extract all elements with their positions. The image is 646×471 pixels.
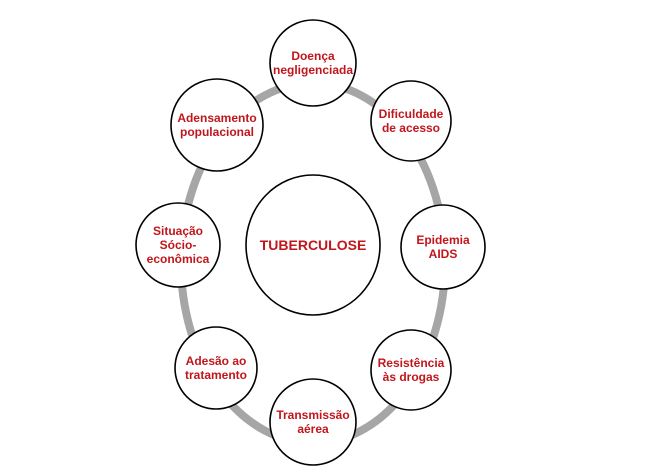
node-circle-situacao <box>135 202 221 288</box>
node-label-resistencia-line-1: às drogas <box>383 370 440 384</box>
node-label-adensamento-line-0: Adensamento <box>177 111 256 125</box>
center-circle <box>245 174 381 316</box>
node-label-adensamento-line-1: populacional <box>180 125 254 139</box>
node-label-adesao-line-0: Adesão ao <box>186 354 247 368</box>
node-label-dificuldade-line-1: de acesso <box>382 121 440 135</box>
node-label-transmissao-line-0: Transmissão <box>276 408 349 422</box>
center-label: TUBERCULOSE <box>260 237 367 253</box>
node-label-adesao-line-1: tratamento <box>185 368 247 382</box>
node-label-situacao-line-1: Sócio- <box>160 238 197 252</box>
center-node: TUBERCULOSE <box>245 174 381 316</box>
node-label-doenca-line-1: negligenciada <box>273 63 353 77</box>
node-label-epidemia-line-1: AIDS <box>429 247 458 261</box>
node-circle-adensamento <box>170 78 264 172</box>
node-circle-transmissao <box>269 378 357 466</box>
node-circle-adesao <box>174 326 258 410</box>
node-circle-epidemia <box>400 204 486 290</box>
node-label-doenca-line-0: Doença <box>291 49 335 63</box>
node-label-situacao-line-2: econômica <box>147 252 210 266</box>
node-label-resistencia-line-0: Resistência <box>378 356 445 370</box>
node-label-epidemia-line-0: Epidemia <box>416 233 470 247</box>
node-circle-resistencia <box>370 329 452 411</box>
node-circle-dificuldade <box>370 80 452 162</box>
node-label-situacao-line-0: Situação <box>153 224 203 238</box>
node-label-dificuldade-line-0: Dificuldade <box>379 107 444 121</box>
node-label-transmissao-line-1: aérea <box>297 422 329 436</box>
node-circle-doenca <box>269 19 357 107</box>
